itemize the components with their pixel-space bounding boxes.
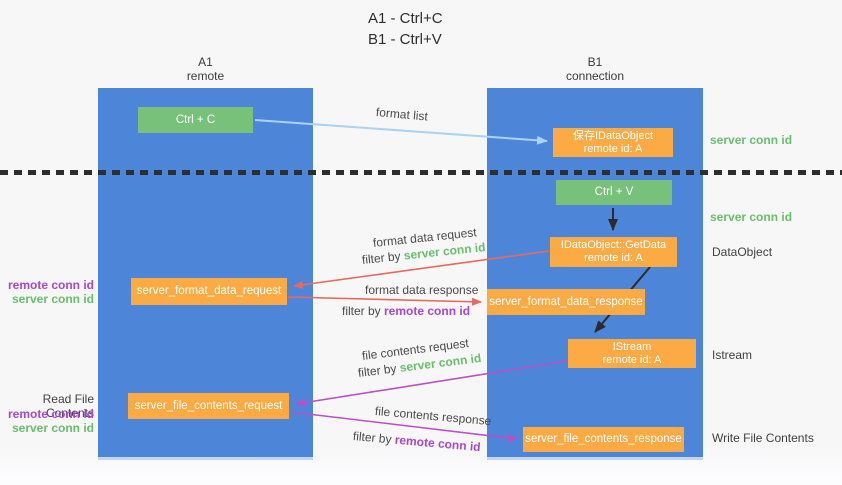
left-remote-conn-id-2: remote conn id (7, 407, 94, 421)
lane-b1-name: B1 (587, 55, 603, 69)
idataobject-getdata-box: IDataObject::GetData remote id: A (550, 237, 677, 267)
save-idataobject-line1: 保存IDataObject (572, 129, 654, 142)
dataobject-label: DataObject (712, 245, 773, 259)
server-file-contents-response-box: server_file_contents_response (523, 427, 684, 452)
title-line-1: A1 - Ctrl+C (368, 10, 443, 27)
file-contents-response-label: file contents response (374, 404, 492, 429)
server-format-data-request-box: server_format_data_request (131, 278, 287, 305)
server-file-contents-request-label: server_file_contents_request (134, 399, 283, 412)
left-server-conn-id-1: server conn id (11, 292, 94, 306)
right-server-conn-id-mid: server conn id (710, 210, 793, 224)
left-conn-id-stack-1: remote conn id server conn id (0, 278, 94, 306)
left-remote-conn-id-1: remote conn id (7, 278, 94, 292)
lane-b1-subtitle: connection (565, 69, 625, 83)
filter-by-text: filter by (342, 304, 385, 318)
istream-line2: remote id: A (602, 353, 662, 366)
read-file-contents-label: Read File Contents (42, 392, 94, 420)
istream-box: IStream remote id: A (568, 339, 696, 368)
remote-conn-id-text: remote conn id (394, 432, 482, 455)
idataobject-getdata-line1: IDataObject::GetData (560, 239, 667, 251)
filter-by-text: filter by (357, 360, 401, 380)
istream-side-label: Istream (712, 348, 753, 362)
format-list-label: format list (375, 105, 429, 124)
right-server-conn-id-top: server conn id (710, 133, 793, 147)
server-file-contents-request-box: server_file_contents_request (128, 393, 289, 419)
left-conn-id-stack-2: remote conn id server conn id (0, 407, 94, 435)
idataobject-getdata-line2: remote id: A (584, 252, 643, 264)
server-format-data-request-label: server_format_data_request (136, 285, 282, 297)
filter-by-remote-conn-id-label-1: filter by remote conn id (342, 304, 470, 318)
ctrl-v-label: Ctrl + V (594, 186, 634, 198)
dashed-separator-line (0, 170, 842, 175)
lane-a1-subtitle: remote (186, 69, 225, 83)
ctrl-v-box: Ctrl + V (556, 180, 672, 205)
write-file-contents-label: Write File Contents (712, 431, 814, 445)
istream-line1: IStream (612, 340, 652, 353)
save-idataobject-box: 保存IDataObject remote id: A (553, 128, 673, 157)
filter-by-text: filter by (361, 248, 405, 267)
server-format-data-response-box: server_format_data_response (487, 289, 645, 315)
title-line-2: B1 - Ctrl+V (368, 31, 442, 48)
lane-header-a1: A1 remote (98, 55, 313, 83)
lane-a1-name: A1 (198, 55, 213, 69)
save-idataobject-line2: remote id: A (583, 142, 643, 155)
ctrl-c-label: Ctrl + C (175, 113, 216, 126)
remote-conn-id-text: remote conn id (384, 304, 471, 318)
ctrl-c-box: Ctrl + C (138, 107, 253, 133)
filter-by-text: filter by (352, 429, 396, 447)
filter-by-remote-conn-id-label-2: filter by remote conn id (352, 429, 481, 454)
format-data-response-arrow (287, 296, 482, 306)
diagram-title: A1 - Ctrl+C B1 - Ctrl+V (368, 8, 443, 50)
left-server-conn-id-2: server conn id (11, 421, 94, 435)
format-data-response-label: format data response (365, 283, 479, 297)
server-file-contents-response-label: server_file_contents_response (525, 433, 682, 445)
lane-header-b1: B1 connection (487, 55, 703, 83)
server-format-data-response-label: server_format_data_response (489, 295, 643, 308)
